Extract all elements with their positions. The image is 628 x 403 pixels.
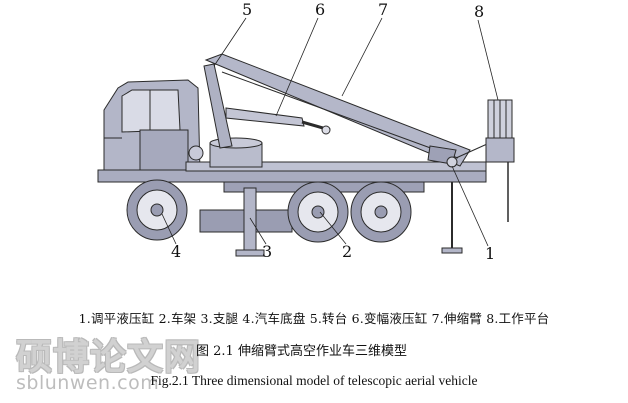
callout-7: 7 [378,0,388,19]
cab-door [139,129,189,171]
figure-caption-cn: 图 2.1 伸缩臂式高空作业车三维模型 [196,344,407,359]
figure-caption-en: Fig.2.1 Three dimensional model of teles… [150,373,478,388]
truck-drawing: 5 6 7 8 4 3 2 1 [97,0,515,263]
wheel-rear [350,181,412,243]
callout-1: 1 [485,244,495,263]
callout-2: 2 [342,242,352,261]
cab-window [121,89,181,133]
wheel-mid [287,181,349,243]
leader-lines [161,17,499,247]
figure-legend: 1.调平液压缸 2.车架 3.支腿 4.汽车底盘 5.转台 6.变幅液压缸 7.… [78,311,550,326]
turret-post [203,63,233,149]
callout-5: 5 [242,0,252,19]
callout-8: 8 [474,2,484,21]
luffing-cylinder [225,107,305,127]
wheel-front [126,179,188,241]
watermark-logo-cn: 硕博论文网 [16,336,202,378]
callout-4: 4 [171,242,181,261]
watermark-logo-en: sblunwen.com [16,372,160,394]
callout-6: 6 [315,0,325,19]
callout-3: 3 [262,242,272,261]
